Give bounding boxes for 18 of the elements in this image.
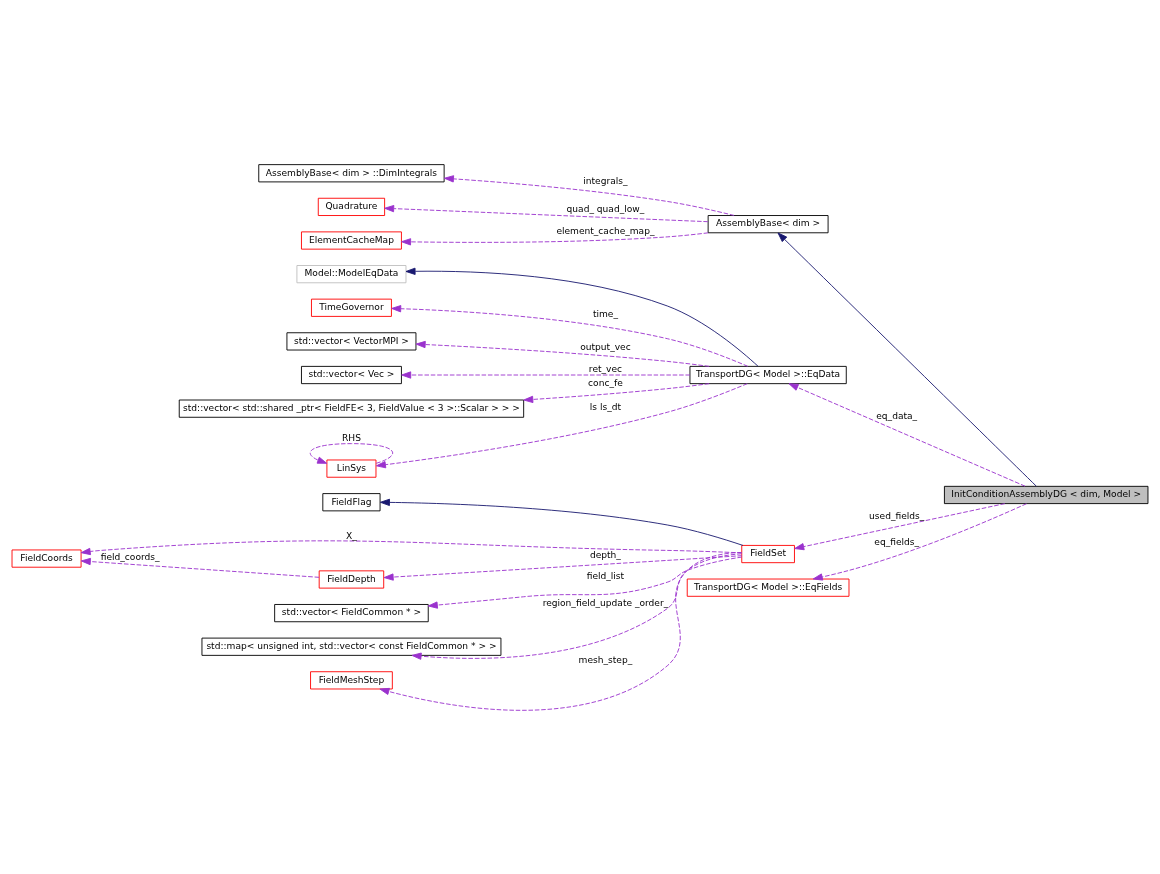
edge-label: quad_ quad_low_ (566, 203, 645, 214)
edge-label: ret_vec (588, 363, 623, 374)
edge-label: integrals_ (583, 175, 628, 186)
edge-label: element_cache_map_ (556, 225, 655, 236)
edge-label: used_fields_ (869, 510, 925, 521)
edge-label: output_vec (580, 341, 631, 352)
edge-label: eq_fields_ (874, 536, 920, 547)
edge-label: time_ (592, 308, 618, 319)
edge-label: depth_ (589, 549, 621, 560)
edge-label: X_ (346, 530, 357, 541)
edge-label: field_coords_ (100, 551, 160, 562)
edge-label: ls ls_dt (589, 401, 622, 412)
edge-label: field_list (586, 570, 625, 581)
edge-label: eq_data_ (876, 410, 918, 421)
edge-label: conc_fe (588, 377, 623, 388)
edge-label: RHS (341, 432, 361, 443)
edge-label: region_field_update _order_ (542, 597, 669, 608)
edge-label: mesh_step_ (578, 654, 633, 665)
